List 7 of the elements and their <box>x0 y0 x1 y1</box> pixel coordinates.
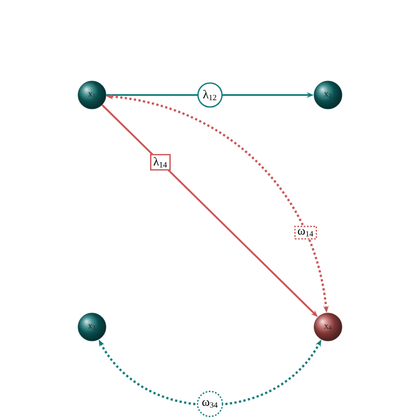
edge-label: ω$_{14}$ <box>294 226 317 240</box>
node-label: x$_{3}$ <box>88 324 96 330</box>
node-label: x$_{4}$ <box>324 324 332 330</box>
edge-label: λ$_{12}$ <box>197 82 223 108</box>
edge-label: ω$_{34}$ <box>196 390 224 418</box>
edge-label: λ$_{14}$ <box>150 154 171 170</box>
node-label: x$_{2}$ <box>324 92 332 98</box>
